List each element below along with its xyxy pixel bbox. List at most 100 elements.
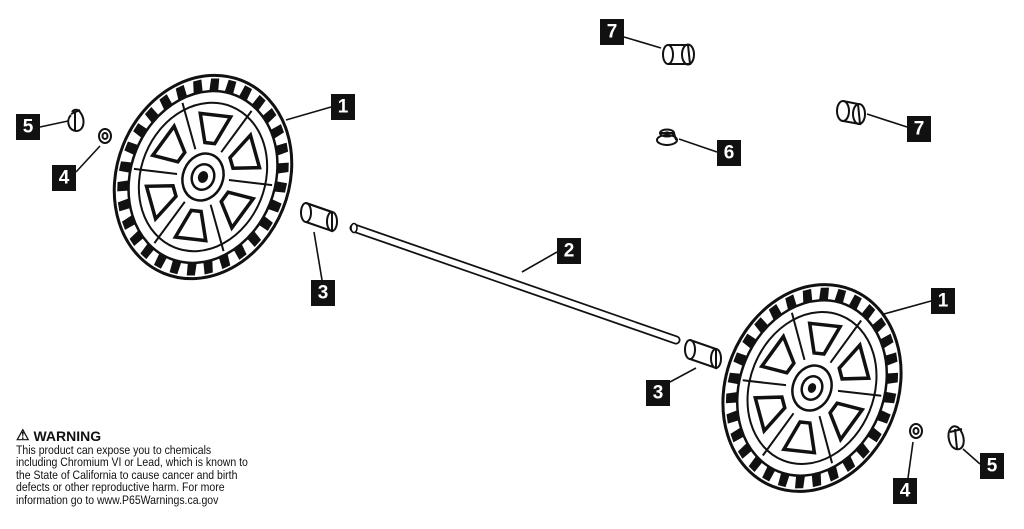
tread-lug: [186, 262, 197, 276]
wheel-spoke: [742, 379, 787, 387]
tread-lug: [224, 79, 237, 95]
wheel-spoke-window: [758, 332, 796, 375]
wheel-spoke-window: [837, 341, 871, 381]
warning-triangle-icon: ⚠: [16, 427, 30, 444]
tread-lug: [209, 78, 220, 92]
tread-lug: [727, 372, 741, 385]
callout-cap-top-label: 7: [607, 22, 618, 43]
tread-lug: [867, 427, 882, 443]
warning-body: This product can expose you to chemicals…: [16, 444, 308, 506]
tread-lug: [819, 287, 830, 301]
callout-grommet-label: 6: [724, 143, 735, 164]
tread-lug: [737, 442, 752, 459]
warning-line: including Chromium VI or Lead, which is …: [16, 455, 248, 470]
warning-heading: ⚠ WARNING: [16, 427, 316, 445]
spacer-right: [684, 339, 722, 370]
prop65-warning: ⚠ WARNING This product can expose you to…: [16, 427, 316, 507]
tread-lug: [117, 180, 129, 192]
tread-lug: [275, 142, 289, 156]
warning-line: This product can expose you to chemicals: [16, 443, 212, 457]
spacer-left: [300, 202, 338, 233]
tread-lug: [872, 317, 887, 334]
wheel-spoke: [220, 110, 253, 153]
wheel-spoke: [133, 167, 178, 175]
callout-clip-left: 5: [16, 114, 40, 140]
tread-lug: [233, 243, 247, 260]
tread-lug: [777, 472, 790, 488]
callout-axle-label: 2: [564, 241, 575, 262]
tread-lug: [159, 94, 173, 111]
tread-lug: [175, 84, 188, 101]
wheel-spoke-window: [144, 184, 178, 223]
callout-spacer-left: 3: [311, 280, 335, 306]
tread-lug: [169, 259, 182, 275]
tread-lug: [768, 303, 782, 321]
clip-left: [67, 108, 85, 133]
tread-lug: [144, 107, 159, 124]
tread-lug: [861, 304, 876, 321]
tread-lug: [848, 294, 862, 311]
callout-spacer-right: 3: [646, 380, 670, 406]
tread-lug: [273, 181, 288, 193]
callout-washer-right-label: 4: [900, 481, 911, 502]
wheel-spoke: [209, 204, 225, 252]
wheel-spoke-window: [228, 131, 262, 170]
tread-lug: [124, 141, 139, 155]
wheel-spoke-window: [807, 321, 844, 356]
callout-axle: 2: [557, 238, 581, 264]
tread-lug: [238, 85, 253, 101]
tread-lug: [834, 288, 847, 304]
callout-spacer-left-label: 3: [318, 283, 329, 304]
wheel-spoke-window: [753, 395, 787, 435]
wheel-spoke-window: [149, 122, 187, 164]
warning-title: WARNING: [33, 428, 102, 444]
tread-lug: [754, 317, 769, 334]
tread-lug: [726, 410, 740, 424]
wheel-right: [721, 283, 903, 493]
callout-cap-right-label: 7: [914, 119, 925, 140]
wheel-spoke-window: [780, 420, 817, 455]
wheel-spoke-window: [172, 208, 208, 243]
callout-wheel-right-label: 1: [938, 291, 949, 312]
callout-spacer-right-label: 3: [653, 383, 664, 404]
wheel-spoke: [829, 319, 862, 364]
tread-lug: [129, 230, 144, 247]
tread-lug: [742, 333, 757, 349]
tread-lug: [262, 107, 277, 124]
warning-line: information go to www.P65Warnings.ca.gov: [16, 492, 219, 507]
tread-lug: [855, 442, 870, 459]
leader-lines: [39, 36, 981, 479]
tread-lug: [725, 392, 738, 404]
tread-lug: [883, 391, 897, 404]
callout-grommet: 6: [717, 140, 741, 166]
wheel-spoke-window: [219, 190, 257, 232]
tread-lug: [748, 455, 763, 472]
tread-lug: [218, 253, 231, 270]
wheel-spoke: [153, 201, 186, 244]
callout-washer-left: 4: [52, 165, 76, 191]
callout-washer-right: 4: [893, 478, 917, 504]
tread-lug: [842, 455, 856, 473]
callout-cap-right: 7: [907, 116, 931, 142]
wheel-spoke-window: [198, 111, 234, 146]
wheel-left: [112, 73, 294, 281]
tread-lug: [267, 199, 282, 213]
tread-lug: [247, 230, 262, 247]
cap-top: [662, 43, 695, 66]
cap-right: [836, 100, 866, 126]
tread-lug: [886, 372, 899, 384]
grommet: [656, 128, 678, 146]
tread-lug: [880, 333, 894, 349]
callout-wheel-left-label: 1: [338, 97, 349, 118]
tread-lug: [258, 215, 273, 231]
tread-lug: [251, 94, 266, 111]
tread-lug: [118, 161, 133, 173]
tread-lug: [140, 243, 155, 260]
callout-cap-top: 7: [600, 19, 624, 45]
callout-clip-right: 5: [980, 453, 1004, 479]
tread-lug: [270, 124, 285, 140]
tread-lug: [794, 475, 805, 489]
washer-right: [909, 423, 923, 439]
wheel-spoke: [790, 312, 806, 361]
